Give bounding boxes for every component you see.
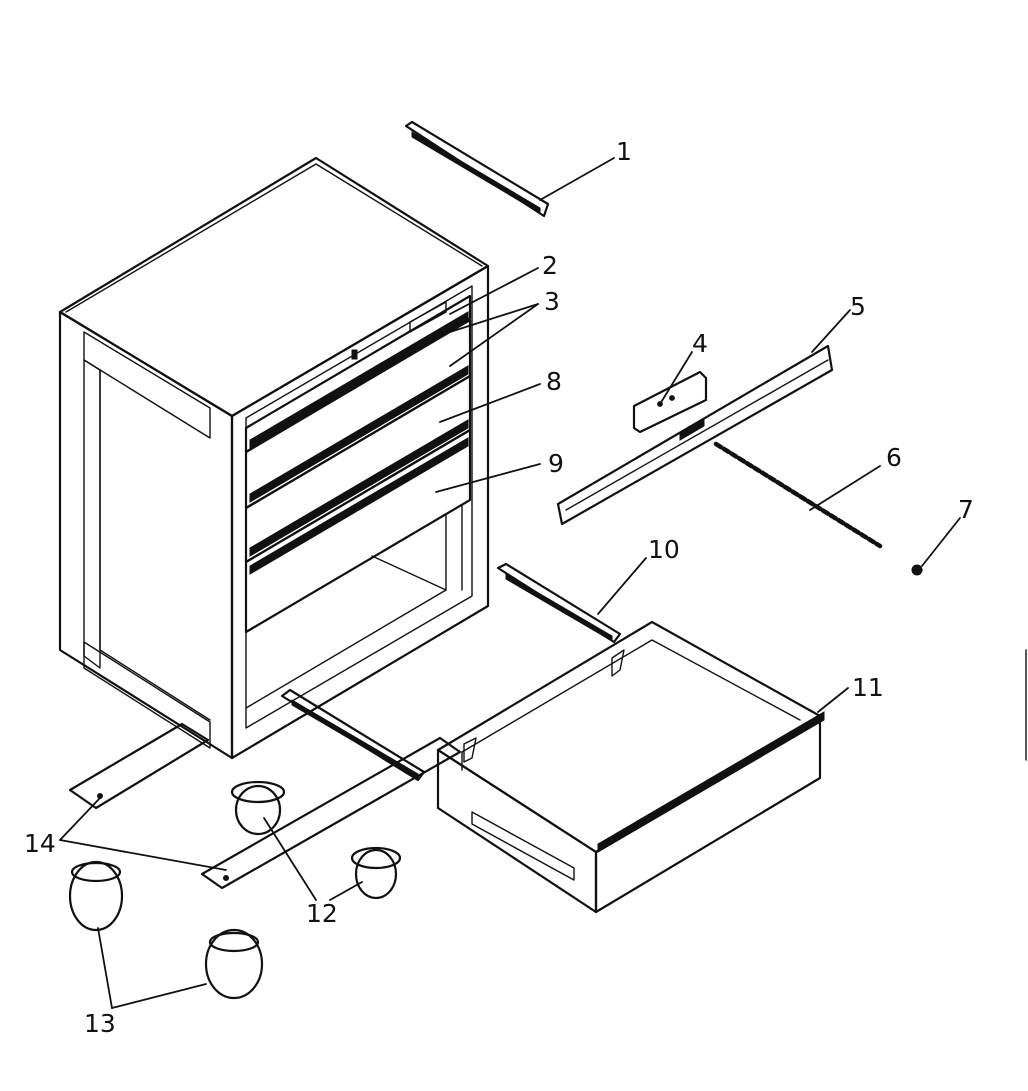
callout-2: 2 (542, 251, 558, 280)
callout-11: 11 (852, 673, 884, 702)
callout-10: 10 (648, 535, 680, 564)
part-6-bar (713, 441, 883, 549)
part-5-slide-rail (556, 344, 834, 526)
leader-lines (59, 157, 961, 1009)
part-10-drawer-slides (280, 562, 622, 782)
part-1-rail (404, 120, 550, 218)
part-4-bracket (632, 370, 708, 434)
callout-8: 8 (546, 367, 562, 396)
callout-6: 6 (886, 443, 902, 472)
tool-cabinet (58, 156, 490, 760)
callout-12: 12 (306, 899, 338, 928)
part-13-casters-fixed (68, 860, 264, 1000)
callout-9: 9 (548, 449, 564, 478)
callout-13: 13 (84, 1009, 116, 1038)
callout-7: 7 (958, 495, 974, 524)
part-12-casters-swivel (230, 780, 402, 900)
part-14-base-plates (68, 722, 462, 890)
callout-14: 14 (24, 829, 56, 858)
callout-4: 4 (692, 329, 708, 358)
part-11-drawer (436, 620, 825, 914)
callout-1: 1 (616, 137, 632, 166)
callout-3: 3 (544, 287, 560, 316)
part-7-knob (911, 564, 923, 576)
callout-5: 5 (850, 292, 866, 321)
